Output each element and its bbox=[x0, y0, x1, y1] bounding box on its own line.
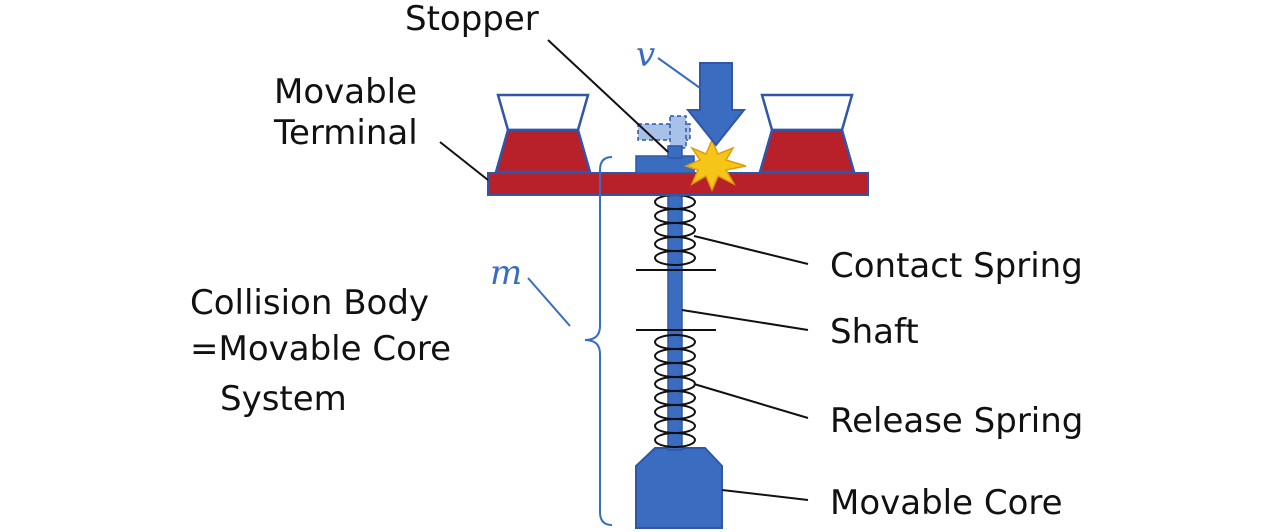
mass-brace bbox=[584, 156, 613, 526]
velocity-leader bbox=[657, 57, 701, 89]
release-spring-leader bbox=[693, 383, 809, 419]
movable-core-label: Movable Core bbox=[830, 483, 1063, 523]
velocity-symbol: v bbox=[636, 35, 655, 75]
contact-spring-coils bbox=[654, 194, 696, 266]
movable-terminal-plate bbox=[487, 172, 869, 196]
contact-spring-label: Contact Spring bbox=[830, 246, 1083, 286]
release-spring-coils bbox=[654, 334, 696, 448]
terminal-leader bbox=[439, 141, 489, 181]
velocity-down-arrow-icon bbox=[685, 62, 747, 147]
movable-terminal-label-line2: Terminal bbox=[273, 113, 418, 153]
mass-symbol: m bbox=[490, 253, 522, 293]
movable-core-leader bbox=[721, 489, 809, 501]
collision-body-label-line2: =Movable Core bbox=[190, 329, 451, 369]
movable-core-block bbox=[635, 447, 723, 529]
leader-lines bbox=[439, 39, 809, 501]
movable-terminal-label-line1: Movable bbox=[274, 72, 417, 112]
stopper-post bbox=[667, 145, 683, 159]
shaft-leader bbox=[681, 309, 809, 331]
stopper-base bbox=[635, 155, 695, 174]
contact-spring-leader bbox=[693, 235, 809, 265]
collision-body-label-line1: Collision Body bbox=[190, 283, 429, 323]
stopper-label: Stopper bbox=[405, 0, 539, 39]
left-fixed-contact bbox=[494, 93, 592, 174]
release-spring-label: Release Spring bbox=[830, 401, 1083, 441]
mass-leader bbox=[527, 277, 571, 327]
right-fixed-contact bbox=[758, 93, 856, 174]
impact-spark-icon bbox=[683, 138, 747, 192]
stopper-leader bbox=[547, 39, 669, 153]
shaft-label: Shaft bbox=[830, 312, 919, 352]
collision-body-label-line3: System bbox=[220, 379, 347, 419]
shaft-rod bbox=[667, 189, 683, 451]
